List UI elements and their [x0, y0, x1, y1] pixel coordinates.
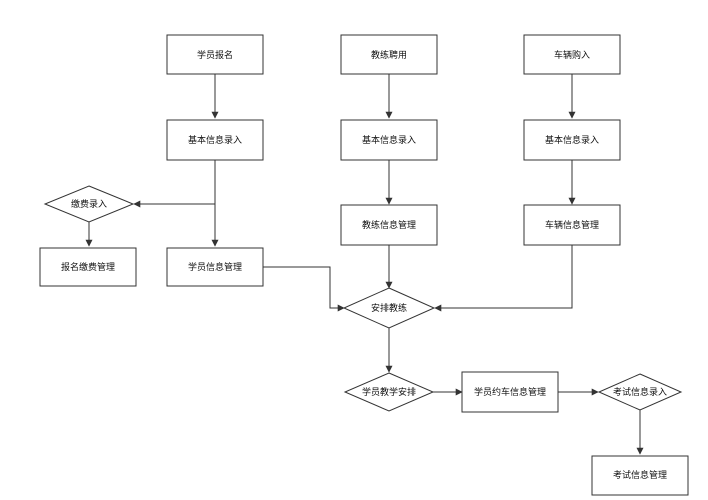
node-basic-info-2: 基本信息录入 [340, 119, 438, 161]
node-signup-fee-mgmt-label: 报名缴费管理 [61, 261, 115, 273]
node-exam-info-mgmt: 考试信息管理 [591, 455, 689, 496]
node-basic-info-1: 基本信息录入 [166, 119, 264, 161]
node-vehicle-purchase-label: 车辆购入 [554, 49, 590, 61]
node-student-signup: 学员报名 [166, 34, 264, 75]
node-student-teaching-plan-label: 学员教学安排 [362, 386, 416, 398]
node-assign-coach-label: 安排教练 [371, 302, 407, 314]
node-vehicle-info-mgmt: 车辆信息管理 [523, 204, 621, 246]
node-basic-info-3-label: 基本信息录入 [545, 134, 599, 146]
node-student-booking-mgmt: 学员约车信息管理 [461, 371, 559, 413]
node-basic-info-1-label: 基本信息录入 [188, 134, 242, 146]
node-coach-hiring: 教练聘用 [340, 34, 438, 75]
edges [85, 74, 644, 455]
node-vehicle-info-mgmt-label: 车辆信息管理 [545, 219, 599, 231]
node-assign-coach: 安排教练 [342, 287, 436, 329]
node-fee-entry-label: 缴费录入 [71, 198, 107, 210]
node-fee-entry: 缴费录入 [43, 185, 135, 223]
edge-student-info-to-assign [263, 266, 345, 312]
node-student-booking-mgmt-label: 学员约车信息管理 [474, 386, 546, 398]
node-coach-info-mgmt-label: 教练信息管理 [362, 219, 416, 231]
node-exam-info-entry: 考试信息录入 [597, 373, 683, 411]
node-student-info-mgmt: 学员信息管理 [166, 247, 264, 287]
node-basic-info-2-label: 基本信息录入 [362, 134, 416, 146]
node-student-signup-label: 学员报名 [197, 49, 233, 61]
node-student-info-mgmt-label: 学员信息管理 [188, 261, 242, 273]
node-signup-fee-mgmt: 报名缴费管理 [39, 247, 137, 287]
node-exam-info-entry-label: 考试信息录入 [613, 386, 667, 398]
node-student-teaching-plan: 学员教学安排 [343, 372, 435, 412]
node-basic-info-3: 基本信息录入 [523, 119, 621, 161]
edge-vehicle-info-to-assign [434, 245, 573, 312]
node-vehicle-purchase: 车辆购入 [523, 34, 621, 75]
node-coach-info-mgmt: 教练信息管理 [340, 204, 438, 246]
node-coach-hiring-label: 教练聘用 [371, 49, 407, 61]
node-exam-info-mgmt-label: 考试信息管理 [613, 469, 667, 481]
